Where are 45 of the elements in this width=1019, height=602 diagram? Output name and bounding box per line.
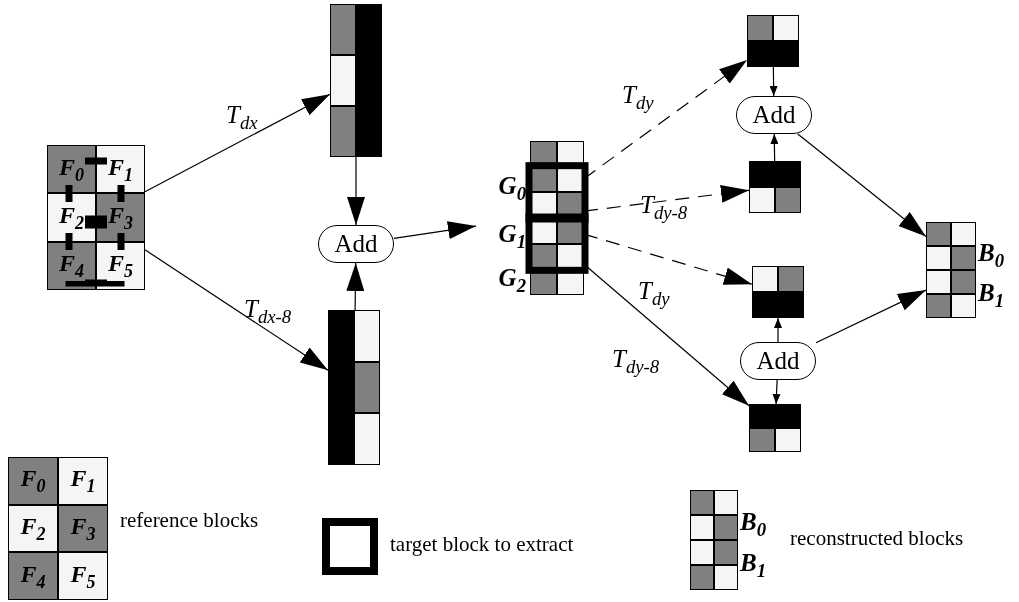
block-label: B$_{0}$ bbox=[740, 509, 767, 540]
grid-cell: F$_{0}$ bbox=[9, 458, 57, 504]
pixel-block-drawing bbox=[328, 310, 380, 465]
legend-text: reconstructed blocks bbox=[790, 526, 964, 552]
grid-cell: F$_{3}$ bbox=[97, 194, 144, 241]
pixel-block-drawing bbox=[752, 266, 804, 318]
grid-cell: F$_{1}$ bbox=[97, 146, 144, 193]
grid-cell: F$_{4}$ bbox=[9, 553, 57, 599]
edge-label: T$_{dy-8}$ bbox=[640, 192, 688, 223]
block-label: G$_{1}$ bbox=[498, 221, 526, 252]
add-operation: Add bbox=[740, 342, 816, 380]
grid-cell: F$_{3}$ bbox=[59, 505, 107, 552]
edge-label: T$_{dy}$ bbox=[622, 82, 654, 113]
edge-label: T$_{dy-8}$ bbox=[612, 346, 660, 377]
grid-cell: F$_{5}$ bbox=[59, 553, 107, 599]
edge-label: T$_{dx-8}$ bbox=[244, 296, 292, 327]
add-operation: Add bbox=[736, 96, 812, 134]
edge-label: T$_{dy}$ bbox=[638, 278, 670, 309]
arrow bbox=[393, 221, 477, 240]
block-label: G$_{0}$ bbox=[498, 173, 526, 204]
arrow bbox=[144, 249, 329, 371]
legend-text: target block to extract bbox=[390, 532, 574, 558]
arrow bbox=[770, 133, 779, 162]
block-label: B$_{0}$ bbox=[978, 240, 1005, 271]
block-label: B$_{1}$ bbox=[978, 280, 1005, 311]
arrow bbox=[144, 93, 331, 193]
arrow bbox=[815, 289, 927, 344]
grid-cell: F$_{2}$ bbox=[9, 505, 57, 552]
arrow bbox=[347, 156, 365, 226]
pixel-block-drawing bbox=[749, 404, 801, 452]
arrow bbox=[797, 133, 927, 238]
arrow bbox=[346, 262, 365, 311]
grid-cell: F$_{0}$ bbox=[48, 146, 95, 193]
pixel-block-drawing bbox=[330, 4, 382, 157]
block-label: G$_{2}$ bbox=[498, 265, 526, 296]
add-operation: Add bbox=[318, 225, 394, 263]
arrow bbox=[769, 66, 778, 97]
grid-cell: F$_{1}$ bbox=[59, 458, 107, 504]
legend-text: reference blocks bbox=[120, 508, 259, 534]
block-label: B$_{1}$ bbox=[740, 550, 767, 581]
arrow bbox=[774, 317, 782, 343]
pixel-block-drawing bbox=[747, 15, 799, 67]
pixel-block-drawing bbox=[749, 161, 801, 213]
arrow bbox=[772, 379, 781, 405]
edge-label: T$_{dx}$ bbox=[226, 102, 258, 133]
